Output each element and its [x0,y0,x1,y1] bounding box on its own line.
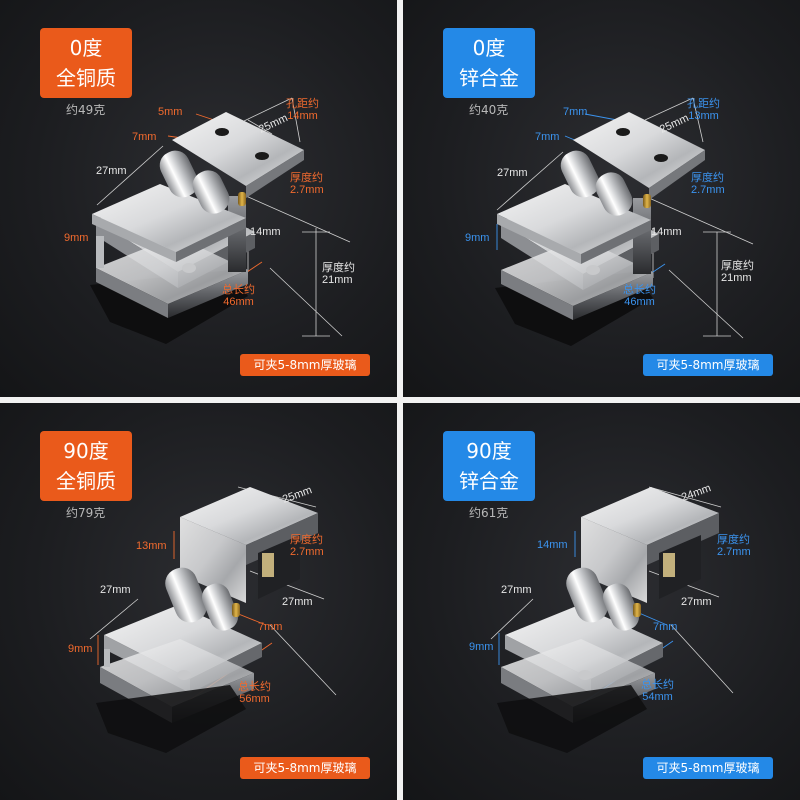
weight-label: 约79克 [66,506,106,520]
badge-material: 锌合金 [459,66,519,90]
total-length-label: 总长约 54mm [641,679,674,703]
hinge-90deg-zinc-image [490,486,734,753]
plate-thickness-title: 厚度约 [717,534,750,546]
edge-label: 7mm [258,621,283,633]
hole-size-label: 5mm [158,106,183,118]
glass-capacity-badge: 可夹5-8mm厚玻璃 [240,757,370,779]
badge-angle: 0度 [472,36,506,60]
weight-label: 约49克 [66,103,106,117]
total-length-title: 总长约 [238,681,271,693]
thickness-label: 厚度约 21mm [721,260,754,284]
panel-90deg-copper: 90度 全铜质 约79克 25mm 13mm 厚度约 2.7mm 27mm 27… [0,403,397,800]
left-depth-label: 27mm [100,584,131,596]
clamp-gap-label: 9mm [64,232,89,244]
clamp-gap-label: 9mm [68,643,93,655]
glass-capacity-badge: 可夹5-8mm厚玻璃 [643,757,773,779]
hole-pitch-value: 13mm [688,110,719,122]
hole-size-label: 7mm [563,106,588,118]
hole-pitch-label: 孔距约 13mm [687,98,720,122]
total-length-value: 46mm [223,296,254,308]
badge-angle: 0度 [69,36,103,60]
inner-height-label: 14mm [250,226,281,238]
total-length-value: 56mm [239,693,270,705]
edge-label: 7mm [535,131,560,143]
total-length-value: 54mm [642,691,673,703]
plate-thickness-value: 2.7mm [717,546,751,558]
badge-angle: 90度 [466,439,512,463]
thickness-value: 21mm [322,274,353,286]
plate-thickness-title: 厚度约 [691,172,724,184]
hinge-90deg-copper-image [89,486,337,753]
hole-pitch-title: 孔距约 [687,98,720,110]
weight-label: 约61克 [469,506,509,520]
hole-pitch-label: 孔距约 14mm [286,98,319,122]
plate-thickness-label: 厚度约 2.7mm [290,172,324,196]
hole-pitch-title: 孔距约 [286,98,319,110]
depth-label: 27mm [497,167,528,179]
thickness-value: 21mm [721,272,752,284]
plate-thickness-title: 厚度约 [290,534,323,546]
plate-thickness-value: 2.7mm [290,546,324,558]
total-length-title: 总长约 [222,284,255,296]
upper-gap-label: 14mm [537,539,568,551]
badge-material: 全铜质 [56,469,116,493]
left-depth-label: 27mm [501,584,532,596]
total-length-label: 总长约 46mm [623,284,656,308]
right-depth-label: 27mm [681,596,712,608]
plate-thickness-title: 厚度约 [290,172,323,184]
edge-label: 7mm [132,131,157,143]
hole-pitch-value: 14mm [287,110,318,122]
material-badge: 0度 全铜质 [40,28,132,98]
badge-angle: 90度 [63,439,109,463]
hinge-0deg-zinc-image [495,97,754,346]
glass-capacity-badge: 可夹5-8mm厚玻璃 [240,354,370,376]
panel-0deg-zinc: 0度 锌合金 约40克 7mm 7mm 25mm 孔距约 13mm 27mm 厚… [403,0,800,397]
edge-label: 7mm [653,621,678,633]
total-length-title: 总长约 [641,679,674,691]
depth-label: 27mm [96,165,127,177]
total-length-label: 总长约 46mm [222,284,255,308]
badge-material: 全铜质 [56,66,116,90]
plate-thickness-value: 2.7mm [691,184,725,196]
plate-thickness-label: 厚度约 2.7mm [691,172,725,196]
badge-material: 锌合金 [459,469,519,493]
plate-thickness-label: 厚度约 2.7mm [717,534,751,558]
total-length-value: 46mm [624,296,655,308]
weight-label: 约40克 [469,103,509,117]
plate-thickness-value: 2.7mm [290,184,324,196]
material-badge: 90度 全铜质 [40,431,132,501]
panel-90deg-zinc: 90度 锌合金 约61克 24mm 14mm 厚度约 2.7mm 27mm 27… [403,403,800,800]
thickness-title: 厚度约 [721,260,754,272]
total-length-label: 总长约 56mm [238,681,271,705]
panel-0deg-copper: 0度 全铜质 约49克 5mm 7mm 25mm 孔距约 14mm 27mm 厚… [0,0,397,397]
clamp-gap-label: 9mm [465,232,490,244]
material-badge: 0度 锌合金 [443,28,535,98]
inner-height-label: 14mm [651,226,682,238]
thickness-label: 厚度约 21mm [322,262,355,286]
upper-gap-label: 13mm [136,540,167,552]
hinge-0deg-copper-image [90,97,351,344]
material-badge: 90度 锌合金 [443,431,535,501]
glass-capacity-badge: 可夹5-8mm厚玻璃 [643,354,773,376]
thickness-title: 厚度约 [322,262,355,274]
clamp-gap-label: 9mm [469,641,494,653]
right-depth-label: 27mm [282,596,313,608]
total-length-title: 总长约 [623,284,656,296]
plate-thickness-label: 厚度约 2.7mm [290,534,324,558]
